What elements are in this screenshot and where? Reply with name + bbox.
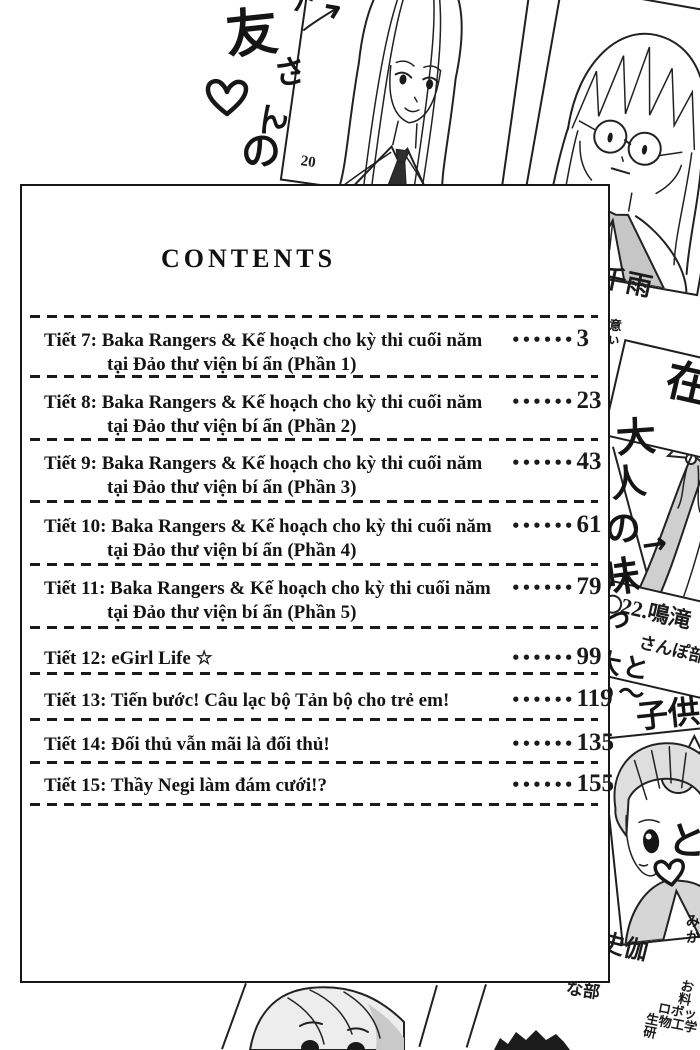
- toc-entry: Tiết 11: Baka Rangers & Kế hoạch cho kỳ …: [44, 576, 491, 625]
- dashed-separator: [30, 803, 598, 806]
- handwriting-char: さ: [270, 50, 310, 94]
- buns-girl-art: [613, 733, 700, 944]
- photo-edge-line: [221, 983, 247, 1050]
- scrawl-to: と: [666, 817, 700, 865]
- page-number-value: 3: [576, 324, 590, 352]
- dashed-separator: [30, 500, 598, 503]
- heart-outline-icon: [205, 78, 249, 117]
- toc-entry: Tiết 12: eGirl Life ☆: [44, 646, 489, 671]
- page-number-value: 23: [576, 386, 602, 414]
- dashed-separator: [30, 718, 598, 721]
- leader-dots-icon: ••••••: [511, 578, 575, 597]
- page-number-value: 135: [576, 728, 615, 756]
- scrawl-char: 人: [607, 460, 649, 507]
- toc-entry-line2: tại Đảo thư viện bí ẩn (Phần 2): [107, 416, 357, 437]
- toc-entry-line1: Tiết 13: Tiến bước! Câu lạc bộ Tản bộ ch…: [44, 690, 450, 711]
- photo-wavy-girl: [248, 982, 408, 1050]
- toc-entry-line1: Tiết 15: Thầy Negi làm đám cưới!?: [44, 775, 327, 796]
- dark-hair-crown: [492, 1028, 572, 1050]
- heart-small-icon: [653, 856, 687, 888]
- toc-entry-line1: Tiết 11: Baka Rangers & Kế hoạch cho kỳ …: [44, 578, 491, 599]
- dashed-separator: [30, 761, 598, 764]
- toc-entry-line1: Tiết 10: Baka Rangers & Kế hoạch cho kỳ …: [44, 516, 492, 537]
- page-number: ••••••99: [511, 643, 602, 670]
- toc-entry-line2: tại Đảo thư viện bí ẩn (Phần 5): [107, 602, 357, 623]
- kanji-card-text: 在: [660, 354, 700, 414]
- toc-entry-line2: tại Đảo thư viện bí ẩn (Phần 4): [107, 540, 357, 561]
- leader-dots-icon: ••••••: [511, 392, 575, 411]
- dashed-separator: [30, 438, 598, 441]
- caption-fumika-side: みか: [686, 914, 700, 946]
- photo-buns-girl: [600, 724, 700, 946]
- dashed-separator: [30, 375, 598, 378]
- dashed-separator: [30, 626, 598, 629]
- page-number: ••••••79: [511, 573, 602, 600]
- page-number: ••••••23: [511, 387, 602, 414]
- toc-entry-line1: Tiết 14: Đối thủ vẫn mãi là đối thủ!: [44, 734, 330, 755]
- page-number-value: 119: [576, 684, 613, 712]
- page-number: ••••••43: [511, 448, 602, 475]
- club-list-text: お料 ロボッ 生物工学研: [642, 974, 700, 1048]
- page-title: CONTENTS: [161, 244, 337, 273]
- page-number-value: 79: [576, 572, 602, 600]
- toc-entry: Tiết 10: Baka Rangers & Kế hoạch cho kỳ …: [44, 514, 492, 563]
- page-number: ••••••3: [511, 325, 589, 352]
- page-number-value: 43: [576, 447, 602, 475]
- handwriting-char: の: [237, 126, 285, 178]
- toc-entry-line1: Tiết 12: eGirl Life ☆: [44, 648, 213, 669]
- toc-entry: Tiết 9: Baka Rangers & Kế hoạch cho kỳ t…: [44, 451, 489, 500]
- page-number: ••••••135: [511, 729, 614, 756]
- handwriting-char: 友: [223, 1, 282, 67]
- scrawl-char: 大: [614, 413, 658, 463]
- toc-entry-line1: Tiết 7: Baka Rangers & Kế hoạch cho kỳ t…: [44, 330, 483, 351]
- toc-entry-line1: Tiết 8: Baka Rangers & Kế hoạch cho kỳ t…: [44, 392, 483, 413]
- leader-dots-icon: ••••••: [511, 453, 575, 472]
- toc-entry: Tiết 15: Thầy Negi làm đám cưới!?: [44, 773, 489, 798]
- page-number-value: 155: [576, 769, 615, 797]
- toc-entry: Tiết 8: Baka Rangers & Kế hoạch cho kỳ t…: [44, 390, 489, 439]
- dashed-separator: [30, 563, 598, 566]
- toc-entry-line2: tại Đảo thư viện bí ẩn (Phần 1): [107, 354, 357, 375]
- toc-entry-line2: tại Đảo thư viện bí ẩn (Phần 3): [107, 477, 357, 498]
- leader-dots-icon: ••••••: [511, 516, 575, 535]
- page-number-value: 61: [576, 510, 602, 538]
- leader-dots-icon: ••••••: [511, 330, 575, 349]
- toc-entry: Tiết 7: Baka Rangers & Kế hoạch cho kỳ t…: [44, 328, 489, 377]
- dashed-separator: [30, 672, 598, 675]
- arrow-up-right-icon: [300, 2, 344, 32]
- arrow-right-icon: →: [639, 525, 670, 564]
- toc-box: CONTENTS Tiết 7: Baka Rangers & Kế hoạch…: [20, 184, 614, 983]
- photo-edge-line: [465, 984, 487, 1048]
- dashed-separator: [30, 315, 598, 318]
- leader-dots-icon: ••••••: [511, 648, 575, 667]
- wavy-girl-art: [248, 986, 405, 1050]
- scrawl-kids: 子供: [634, 691, 700, 737]
- page-number: ••••••61: [511, 511, 602, 538]
- leader-dots-icon: ••••••: [511, 734, 575, 753]
- leader-dots-icon: ••••••: [511, 775, 575, 794]
- photo-edge-line: [418, 985, 438, 1048]
- photo-corner-number: 20: [299, 153, 317, 172]
- leader-dots-icon: ••••••: [511, 690, 575, 709]
- toc-entry-line1: Tiết 9: Baka Rangers & Kế hoạch cho kỳ t…: [44, 453, 483, 474]
- page-number: ••••••155: [511, 770, 614, 797]
- page-number: ••••••119: [511, 685, 613, 712]
- toc-entry: Tiết 13: Tiến bước! Câu lạc bộ Tản bộ ch…: [44, 688, 489, 713]
- page-number-value: 99: [576, 642, 602, 670]
- heart-icon: [204, 76, 250, 118]
- toc-entry: Tiết 14: Đối thủ vẫn mãi là đối thủ!: [44, 732, 489, 757]
